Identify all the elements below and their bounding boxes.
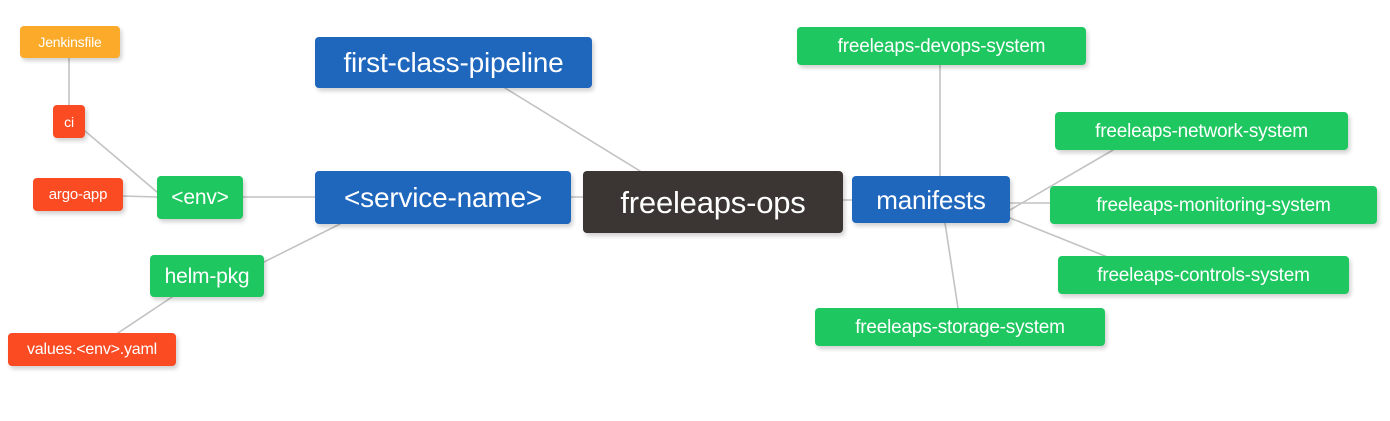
node-argo-app[interactable]: argo-app — [33, 178, 123, 211]
node-label: <env> — [171, 186, 229, 209]
node-monitoring-system[interactable]: freeleaps-monitoring-system — [1050, 186, 1377, 224]
edge-first-class-pipeline-to-freeleaps-ops — [504, 87, 641, 172]
node-label: freeleaps-monitoring-system — [1096, 194, 1331, 216]
node-label: manifests — [876, 184, 986, 215]
node-label: argo-app — [48, 186, 108, 203]
node-label: first-class-pipeline — [343, 46, 564, 78]
node-label: freeleaps-controls-system — [1097, 264, 1310, 286]
node-env[interactable]: <env> — [157, 176, 243, 219]
node-values-yaml[interactable]: values.<env>.yaml — [8, 333, 176, 366]
node-storage-system[interactable]: freeleaps-storage-system — [815, 308, 1105, 346]
node-first-class-pipeline[interactable]: first-class-pipeline — [315, 37, 592, 88]
node-label: helm-pkg — [164, 264, 250, 288]
node-manifests[interactable]: manifests — [852, 176, 1010, 223]
node-service-name[interactable]: <service-name> — [315, 171, 571, 224]
node-ci[interactable]: ci — [53, 105, 85, 138]
node-label: freeleaps-devops-system — [837, 35, 1046, 57]
node-devops-system[interactable]: freeleaps-devops-system — [797, 27, 1086, 65]
edge-helm-pkg-to-values-yaml — [117, 296, 173, 334]
node-controls-system[interactable]: freeleaps-controls-system — [1058, 256, 1349, 294]
node-label: <service-name> — [344, 181, 542, 213]
node-label: freeleaps-storage-system — [855, 316, 1065, 338]
node-label: freeleaps-network-system — [1095, 120, 1308, 142]
node-label: Jenkinsfile — [38, 34, 102, 50]
edge-argo-app-to-env — [122, 195, 158, 198]
node-label: values.<env>.yaml — [26, 340, 157, 358]
edge-service-name-to-helm-pkg — [263, 223, 341, 263]
edge-manifests-to-storage-system — [944, 222, 959, 309]
node-helm-pkg[interactable]: helm-pkg — [150, 255, 264, 297]
node-label: freeleaps-ops — [620, 184, 806, 220]
node-network-system[interactable]: freeleaps-network-system — [1055, 112, 1348, 150]
node-freeleaps-ops[interactable]: freeleaps-ops — [583, 171, 843, 233]
node-label: ci — [64, 113, 74, 130]
node-jenkinsfile[interactable]: Jenkinsfile — [20, 26, 120, 58]
